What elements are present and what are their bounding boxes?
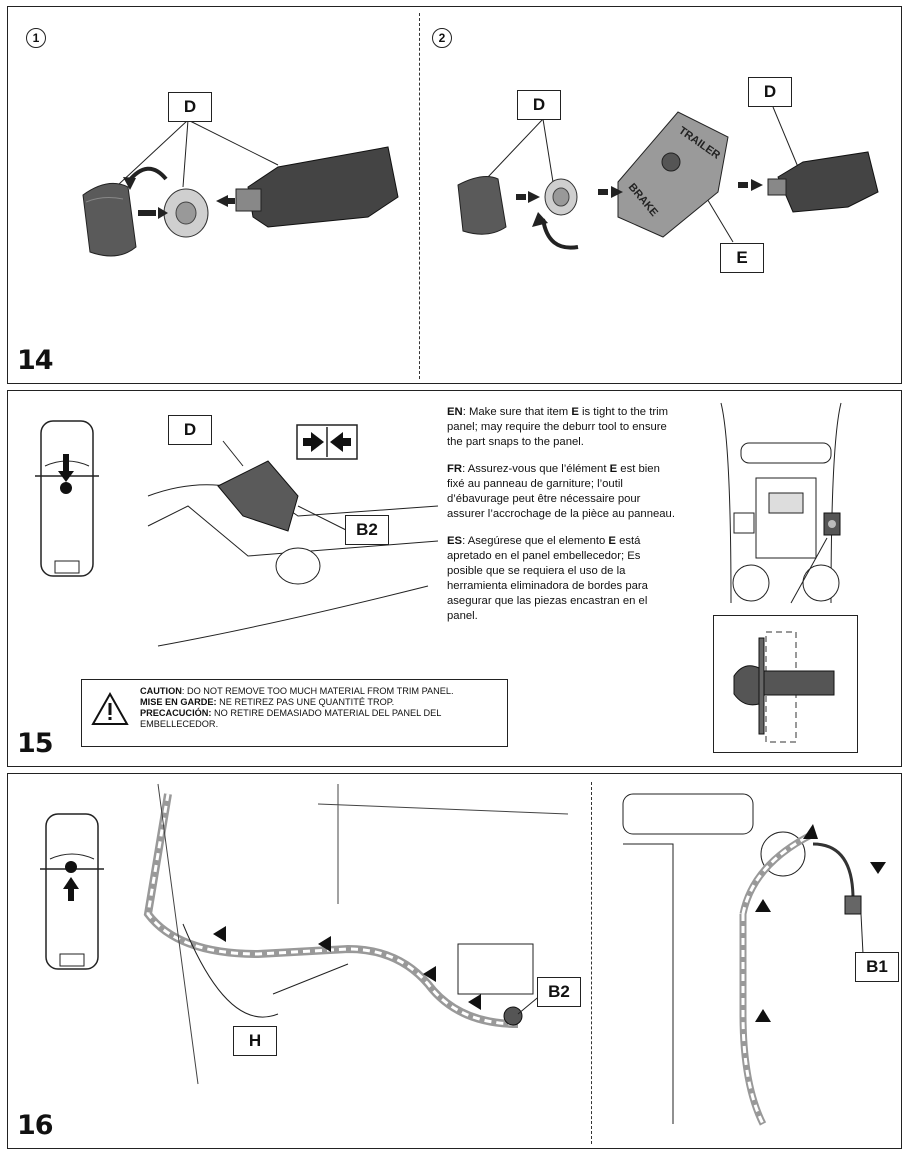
step-15-panel: 15 D B2 EN: Make sure that item E is tig… xyxy=(7,390,902,767)
callout-d: D xyxy=(517,90,561,120)
caution-es: PRECACUCIÓN: NO RETIRE DEMASIADO MATERIA… xyxy=(140,708,442,729)
trim-bezel xyxy=(82,182,137,257)
detail-inset xyxy=(713,615,858,753)
view-divider xyxy=(591,782,592,1144)
connector-install-illustration: TRAILER BRAKE xyxy=(457,106,879,250)
harness-underdash-illustration xyxy=(622,793,886,1126)
instruction-fr: FR: Assurez-vous que l’élément E est bie… xyxy=(447,463,675,520)
instruction-text: EN: Make sure that item E is tight to th… xyxy=(447,405,679,636)
warning-triangle-icon xyxy=(91,691,129,725)
trailer-brake-plate xyxy=(617,111,729,238)
callout-b2: B2 xyxy=(345,515,389,545)
trim-bezel xyxy=(457,176,507,235)
connector-mounting-illustration xyxy=(147,440,439,647)
dash-console-drawing xyxy=(720,402,842,604)
substep-divider xyxy=(419,13,420,379)
callout-h: H xyxy=(233,1026,277,1056)
vehicle-top-view-icon xyxy=(35,420,99,577)
harness-routing-illustration xyxy=(143,783,569,1085)
rotate-arrow-icon xyxy=(541,218,579,250)
caution-box: CAUTION: DO NOT REMOVE TOO MUCH MATERIAL… xyxy=(81,679,508,747)
callout-e: E xyxy=(720,243,764,273)
step-14-panel: 1 2 14 D TRAILER BRAK xyxy=(7,6,902,384)
callout-d: D xyxy=(168,92,212,122)
callout-d: D xyxy=(168,415,212,445)
step-number: 14 xyxy=(17,345,54,376)
dash-location-illustration xyxy=(701,402,861,604)
wiring-connector xyxy=(247,146,399,228)
push-together-icon xyxy=(296,424,358,460)
vehicle-top-view-icon xyxy=(40,813,104,970)
double-arrow-icon xyxy=(158,207,168,219)
callout-b1: B1 xyxy=(855,952,899,982)
substep-1-marker: 1 xyxy=(26,28,46,48)
substep-2-marker: 2 xyxy=(432,28,452,48)
connector-detail-drawing xyxy=(733,631,835,743)
callout-b2: B2 xyxy=(537,977,581,1007)
instruction-es: ES: Asegúrese que el elemento E está apr… xyxy=(447,535,648,622)
callout-d: D xyxy=(748,77,792,107)
caution-fr: MISE EN GARDE: NE RETIREZ PAS UNE QUANTI… xyxy=(140,697,395,707)
wiring-connector xyxy=(217,460,299,532)
step-16-panel: 16 B2 H xyxy=(7,773,902,1149)
instruction-en: EN: Make sure that item E is tight to th… xyxy=(447,406,669,448)
connector-removal-illustration xyxy=(82,119,399,257)
step-number: 15 xyxy=(17,728,54,759)
wiring-connector xyxy=(777,151,879,213)
caution-en: CAUTION: DO NOT REMOVE TOO MUCH MATERIAL… xyxy=(140,686,454,696)
step-number: 16 xyxy=(17,1110,54,1141)
